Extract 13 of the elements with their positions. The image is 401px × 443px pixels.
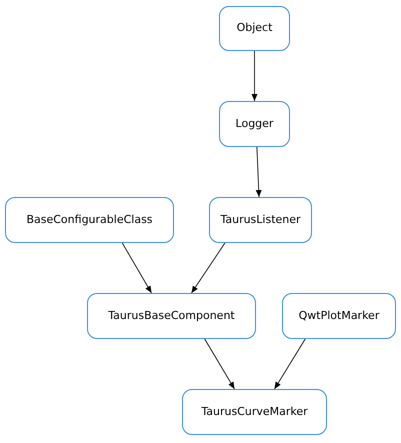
class-box: Logger [219, 101, 290, 147]
arrow [204, 338, 235, 390]
arrow [274, 338, 306, 390]
class-box: BaseConfigurableClass [5, 197, 174, 243]
class-box: TaurusListener [209, 197, 312, 243]
class-box: TaurusBaseComponent [87, 293, 256, 339]
arrow [191, 242, 226, 294]
class-box: QwtPlotMarker [282, 293, 396, 339]
arrow [256, 146, 262, 198]
class-box: TaurusCurveMarker [182, 389, 327, 435]
arrow [122, 242, 152, 294]
class-box: Object [219, 6, 290, 51]
arrow [252, 50, 258, 102]
